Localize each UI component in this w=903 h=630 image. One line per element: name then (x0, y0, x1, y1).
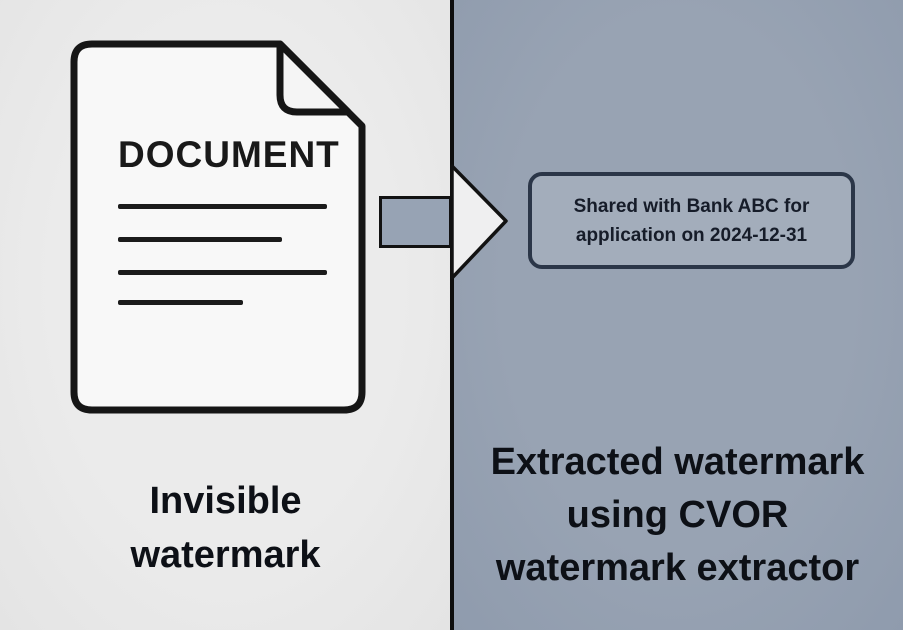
document-text-line (118, 270, 327, 275)
panel-divider (450, 0, 454, 630)
left-caption: Invisible watermark (0, 474, 451, 582)
right-caption-line1: Extracted watermark (490, 441, 865, 483)
document-title: DOCUMENT (118, 134, 340, 175)
arrow-shaft (379, 196, 452, 248)
right-caption-line2: using CVOR (566, 494, 789, 536)
extracted-watermark-text-line2: application on 2024-12-31 (575, 224, 808, 246)
left-caption-line1: Invisible (149, 480, 302, 522)
arrow-head-triangle (450, 164, 508, 280)
extracted-watermark-text-line1: Shared with Bank ABC for (573, 195, 810, 217)
arrow-head-icon (450, 164, 508, 280)
document-text-line (118, 204, 327, 209)
document-text-line (118, 237, 282, 242)
left-caption-line2: watermark (130, 534, 321, 576)
document-icon (70, 40, 366, 414)
right-caption-line3: watermark extractor (495, 547, 860, 589)
extracted-watermark-panel (453, 0, 903, 630)
right-caption: Extracted watermark using CVOR watermark… (452, 436, 903, 595)
extracted-watermark-box: Shared with Bank ABC for application on … (528, 172, 855, 269)
document-fold-corner (276, 40, 352, 116)
document-page-shape (70, 40, 366, 414)
document-text-line (118, 300, 243, 305)
